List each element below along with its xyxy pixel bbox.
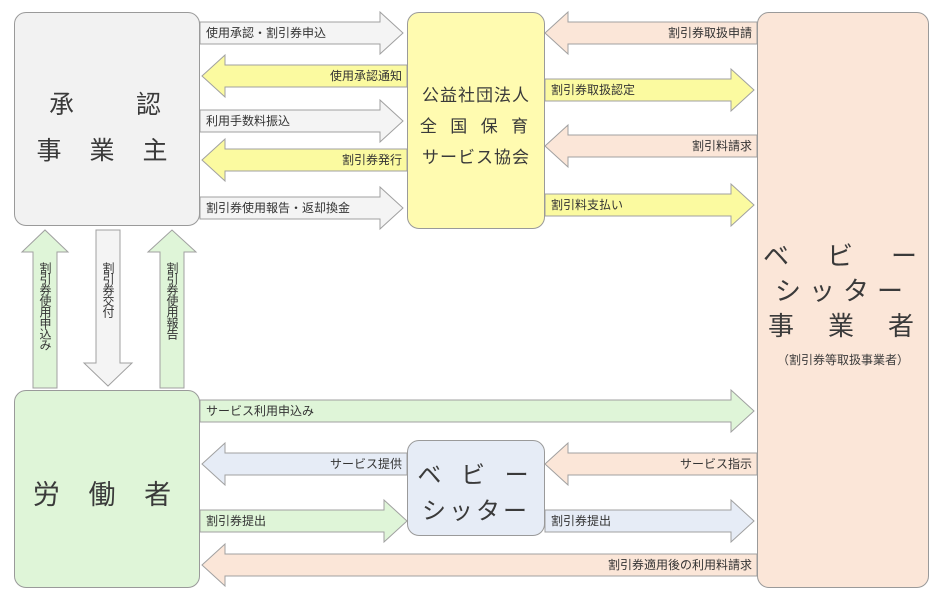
label-submit-discount-sitter: 割引券提出 [551, 514, 612, 528]
arrow-apply-handling [544, 10, 758, 56]
label-apply-usage-discount: 使用承認・割引券申込 [206, 26, 327, 40]
label-discount-fee-payment: 割引料支払い [551, 198, 624, 212]
label-report-return: 割引券使用報告・返却換金 [206, 201, 351, 215]
babysitter-line2: シッター [422, 497, 530, 525]
label-apply-use-vertical: 割引券使用申込み [38, 262, 52, 350]
approved-employer-line2: 事 業 主 [36, 136, 178, 165]
association-line1: 公益社団法人 [422, 86, 530, 106]
babysitter-business-note: （割引券等取扱事業者） [776, 353, 909, 367]
arrow-fee-after-discount [201, 542, 758, 588]
arrow-service-instruction [544, 441, 758, 487]
arrow-report-return [199, 185, 404, 231]
babysitter-business-line2: シッター [774, 277, 911, 307]
approved-employer-line1: 承 認 [48, 90, 165, 119]
babysitter-line1: ベ ビ ー [417, 461, 535, 489]
arrow-report-use-vertical [146, 229, 198, 389]
label-service-apply: サービス利用申込み [206, 404, 315, 418]
arrow-discount-fee-payment [544, 182, 755, 228]
babysitter-business-line1: ベ ビ ー [762, 242, 923, 272]
babysitter-business-box: ベ ビ ー シッター 事 業 者 （割引券等取扱事業者） [757, 12, 929, 588]
association-line2: 全 国 保 育 [419, 117, 533, 137]
label-service-provide: サービス提供 [329, 457, 402, 471]
babysitter-box: ベ ビ ー シッター [407, 440, 545, 536]
worker-label: 労 働 者 [32, 480, 182, 511]
arrow-issue-discount [201, 137, 408, 183]
babysitter-business-line3: 事 業 者 [767, 312, 918, 342]
arrow-apply-use-vertical [20, 229, 70, 389]
label-submit-discount-worker: 割引券提出 [206, 514, 267, 528]
arrow-deliver-vertical [82, 229, 134, 387]
label-deliver-vertical: 割引券交付 [101, 262, 115, 317]
approved-employer-box: 承 認 事 業 主 [14, 12, 200, 226]
arrow-handling-approval [544, 67, 755, 113]
label-discount-fee-request: 割引料請求 [691, 139, 752, 153]
label-fee-after-discount: 割引券適用後の利用料請求 [607, 558, 752, 572]
label-report-use-vertical: 割引券使用報告 [165, 262, 179, 339]
arrow-apply-usage-discount [199, 10, 404, 56]
label-handling-approval: 割引券取扱認定 [551, 83, 636, 97]
label-issue-discount: 割引券発行 [341, 153, 402, 167]
arrow-submit-discount-worker [199, 498, 408, 544]
label-apply-handling: 割引券取扱申請 [667, 26, 752, 40]
label-pay-usage-fee: 利用手数料振込 [206, 114, 291, 128]
association-line3: サービス協会 [422, 148, 530, 168]
arrow-pay-usage-fee [199, 98, 404, 144]
arrow-service-apply [199, 388, 755, 434]
association-box: 公益社団法人 全 国 保 育 サービス協会 [407, 12, 545, 229]
arrow-service-provide [201, 441, 408, 487]
label-service-instruction: サービス指示 [679, 457, 752, 471]
worker-box: 労 働 者 [14, 390, 200, 588]
arrow-discount-fee-request [544, 123, 758, 169]
arrow-submit-discount-sitter [544, 498, 755, 544]
label-usage-approval-notice: 使用承認通知 [329, 69, 402, 83]
arrow-usage-approval-notice [201, 53, 408, 99]
